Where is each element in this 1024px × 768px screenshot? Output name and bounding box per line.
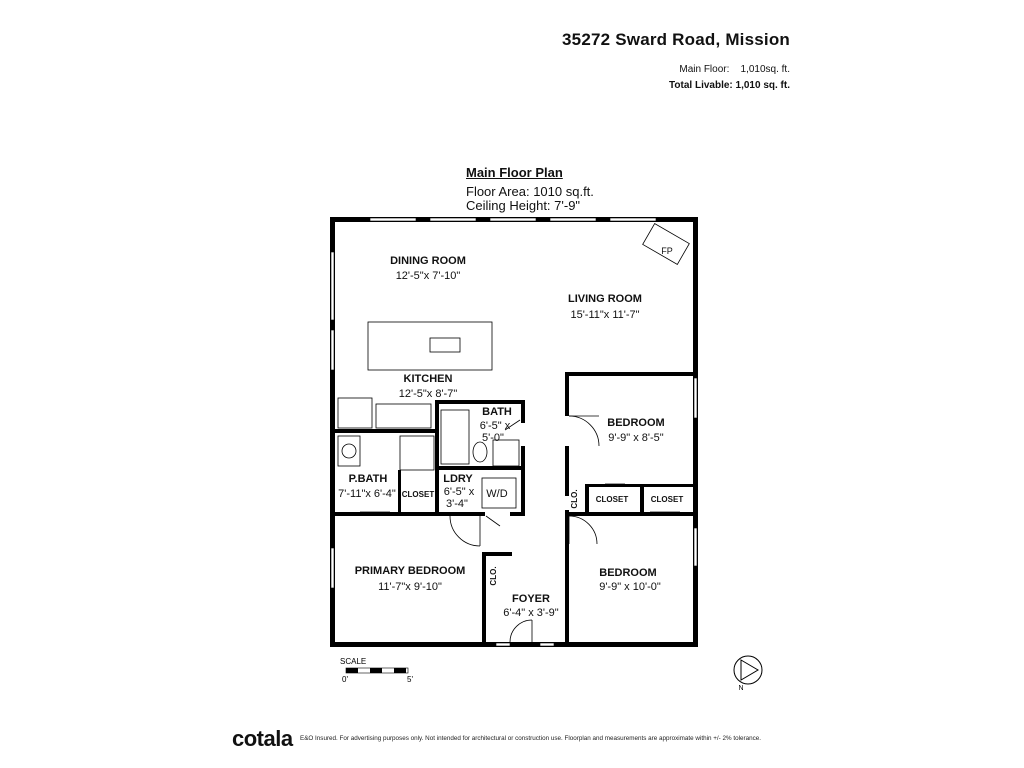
north-label: N [738, 685, 743, 692]
foyer-name: FOYER [512, 593, 550, 605]
total-livable-area: Total Livable: 1,010 sq. ft. [600, 80, 790, 91]
ldry-dim-1: 6'-5" x [444, 486, 475, 498]
cotala-logo: cotala [232, 726, 293, 751]
pbath-name: P.BATH [349, 473, 388, 485]
living-room-name: LIVING ROOM [568, 293, 642, 305]
room-labels: DINING ROOM 12'-5"x 7'-10" LIVING ROOM 1… [338, 246, 683, 619]
washer-dryer: W/D [486, 488, 507, 500]
property-address: 35272 Sward Road, Mission [562, 30, 790, 49]
closet-c: CLOSET [651, 495, 684, 504]
clo-b: CLO. [489, 566, 498, 585]
main-floor-value: 1,010sq. ft. [740, 64, 790, 75]
kitchen-dim: 12'-5"x 8'-7" [399, 388, 458, 400]
main-floor-label: Main Floor: [679, 64, 730, 75]
fireplace-label: FP [661, 246, 673, 256]
total-livable-label: Total Livable: [669, 80, 733, 91]
clo-a: CLO. [570, 489, 579, 508]
bedroom-1-name: BEDROOM [607, 417, 664, 429]
disclaimer: E&O Insured. For advertising purposes on… [300, 735, 762, 742]
ldry-dim-2: 3'-4" [446, 498, 468, 510]
living-room-dim: 15'-11"x 11'-7" [570, 309, 639, 321]
dining-room-name: DINING ROOM [390, 255, 466, 267]
bath-dim-1: 6'-5" x [480, 420, 511, 432]
scale-bar: SCALE 0' 5' [340, 657, 413, 684]
dining-room-dim: 12'-5"x 7'-10" [396, 270, 461, 282]
exterior-windows [330, 217, 698, 647]
ldry-name: LDRY [443, 473, 473, 485]
bedroom-1-dim: 9'-9" x 8'-5" [608, 432, 664, 444]
bedroom-2-name: BEDROOM [599, 567, 656, 579]
fixtures [337, 223, 690, 509]
closet-rods [360, 483, 680, 513]
doors [449, 415, 600, 643]
bath-name: BATH [482, 406, 512, 418]
kitchen-name: KITCHEN [404, 373, 453, 385]
pbath-dim: 7'-11"x 6'-4" [338, 488, 396, 500]
plan-title: Main Floor Plan [466, 165, 563, 180]
plan-floor-area: Floor Area: 1010 sq.ft. [466, 184, 594, 199]
scale-start: 0' [342, 675, 348, 684]
bath-dim-2: 5'-0" [482, 432, 504, 444]
closet-a: CLOSET [402, 490, 435, 499]
plan-ceiling-height: Ceiling Height: 7'-9" [466, 198, 581, 213]
interior-walls [335, 372, 695, 642]
foyer-dim: 6'-4" x 3'-9" [503, 607, 559, 619]
north-compass-icon: N [733, 655, 763, 692]
closet-b: CLOSET [596, 495, 629, 504]
primary-bedroom-dim: 11'-7"x 9'-10" [378, 581, 442, 593]
scale-label: SCALE [340, 657, 366, 666]
main-floor-area: Main Floor: 1,010sq. ft. [600, 64, 790, 75]
total-livable-value: 1,010 sq. ft. [735, 80, 790, 91]
bedroom-2-dim: 9'-9" x 10'-0" [599, 581, 661, 593]
primary-bedroom-name: PRIMARY BEDROOM [355, 565, 466, 577]
scale-end: 5' [407, 675, 413, 684]
